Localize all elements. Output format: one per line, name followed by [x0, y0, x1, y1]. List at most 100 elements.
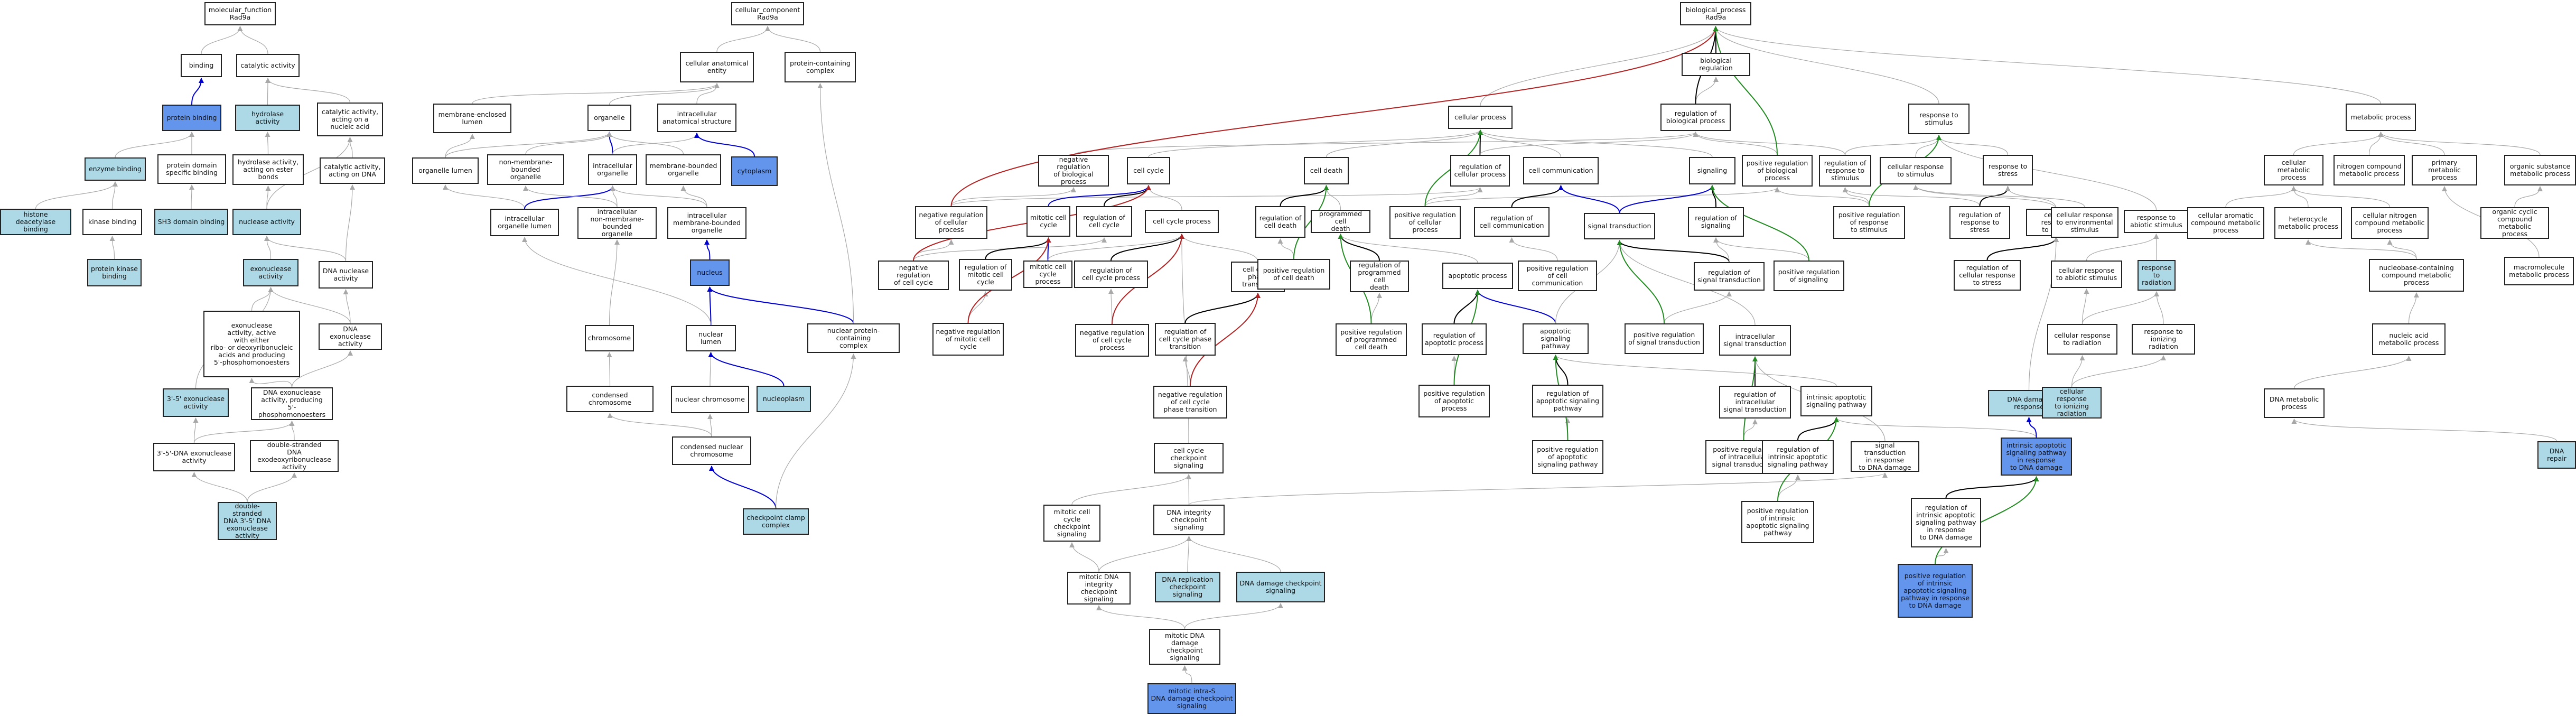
go-term-node[interactable]: regulation of cell death [1255, 206, 1305, 238]
go-term-node[interactable]: enzyme binding [85, 157, 146, 181]
go-term-node[interactable]: positive regulation of cellular process [1389, 206, 1461, 239]
go-term-node[interactable]: apoptotic process [1442, 263, 1513, 289]
go-term-node[interactable]: response to stimulus [1908, 104, 1970, 134]
go-term-node[interactable]: positive regulation of intrinsic apoptot… [1898, 564, 1973, 618]
go-term-node[interactable]: mitotic cell cycle process [1023, 261, 1072, 288]
go-term-node[interactable]: catalytic activity, acting on DNA [320, 157, 385, 184]
go-term-node[interactable]: negative regulation of cell cycle phase … [1153, 386, 1227, 419]
go-term-node[interactable]: cellular response to radiation [2047, 324, 2117, 355]
go-term-node[interactable]: negative regulation of biological proces… [1038, 155, 1109, 187]
go-term-node[interactable]: regulation of cellular process [1450, 155, 1510, 187]
go-term-node[interactable]: regulation of apoptotic process [1422, 323, 1487, 355]
go-term-node[interactable]: nucleus [690, 259, 730, 286]
go-term-node[interactable]: DNA replication checkpoint signaling [1155, 572, 1220, 602]
go-term-node[interactable]: signaling [1689, 157, 1735, 184]
go-term-node[interactable]: response to abiotic stimulus [2124, 210, 2189, 233]
go-term-node[interactable]: regulation of intrinsic apoptotic signal… [1911, 498, 1981, 547]
go-term-node[interactable]: cell cycle checkpoint signaling [1154, 443, 1224, 473]
go-term-node[interactable]: condensed nuclear chromosome [672, 436, 751, 465]
go-term-node[interactable]: negative regulation of cell cycle [878, 261, 949, 290]
go-term-node[interactable]: regulation of cell cycle phase transitio… [1155, 323, 1216, 356]
go-term-node[interactable]: DNA nuclease activity [319, 261, 373, 289]
go-term-node[interactable]: signal transduction in response to DNA d… [1851, 441, 1919, 472]
go-term-node[interactable]: exonuclease activity, active with either… [203, 311, 300, 377]
go-term-node[interactable]: regulation of programmed cell death [1350, 261, 1409, 292]
go-term-node[interactable]: negative regulation of cellular process [915, 206, 987, 239]
go-term-node[interactable]: intracellular organelle lumen [490, 209, 559, 236]
go-term-node[interactable]: cell cycle process [1145, 210, 1219, 233]
go-term-node[interactable]: positive regulation of cell death [1257, 259, 1330, 290]
go-term-node[interactable]: DNA repair [2537, 441, 2576, 469]
go-term-node[interactable]: catalytic activity, acting on a nucleic … [317, 103, 383, 136]
go-term-node[interactable]: regulation of signaling [1688, 207, 1744, 237]
go-term-node[interactable]: mitotic intra-S DNA damage checkpoint si… [1147, 683, 1236, 714]
go-term-node[interactable]: positive regulation of biological proces… [1742, 155, 1813, 187]
go-term-node[interactable]: 3'-5'-DNA exonuclease activity [153, 443, 235, 471]
go-term-node[interactable]: double-stranded DNA exodeoxyribonuclease… [250, 440, 339, 472]
go-term-node[interactable]: nucleic acid metabolic process [2372, 323, 2446, 355]
go-term-node[interactable]: positive regulation of apoptotic process [1418, 385, 1490, 417]
go-term-node[interactable]: response to ionizing radiation [2132, 324, 2195, 355]
go-term-node[interactable]: programmed cell death [1311, 210, 1370, 233]
go-term-node[interactable]: cellular response to stimulus [1880, 157, 1952, 184]
go-term-node[interactable]: regulation of cell communication [1474, 207, 1550, 237]
go-term-node[interactable]: catalytic activity [236, 54, 300, 77]
go-term-node[interactable]: organelle lumen [412, 157, 479, 184]
go-term-node[interactable]: positive regulation of intrinsic apoptot… [1741, 501, 1814, 543]
go-term-node[interactable]: cell communication [1523, 157, 1599, 184]
go-term-node[interactable]: negative regulation of mitotic cell cycl… [932, 323, 1004, 356]
go-term-node[interactable]: signal transduction [1584, 213, 1655, 239]
go-term-node[interactable]: cellular metabolic process [2264, 155, 2323, 185]
go-term-node[interactable]: intracellular anatomical structure [657, 104, 736, 132]
go-term-node[interactable]: cellular aromatic compound metabolic pro… [2187, 207, 2264, 239]
go-term-node[interactable]: biological_process Rad9a [1680, 2, 1751, 25]
go-term-node[interactable]: nuclear protein-containing complex [807, 323, 900, 353]
go-term-node[interactable]: nuclease activity [232, 209, 301, 235]
go-term-node[interactable]: regulation of intrinsic apoptotic signal… [1762, 440, 1834, 474]
go-term-node[interactable]: regulation of response to stress [1949, 206, 2010, 239]
go-term-node[interactable]: regulation of signal transduction [1694, 262, 1765, 291]
go-term-node[interactable]: condensed chromosome [566, 386, 654, 412]
go-term-node[interactable]: nuclear lumen [686, 325, 736, 351]
go-term-node[interactable]: positive regulation of response to stimu… [1833, 206, 1905, 239]
go-term-node[interactable]: organelle [587, 105, 631, 131]
go-term-node[interactable]: protein binding [162, 105, 221, 131]
go-term-node[interactable]: mitotic DNA integrity checkpoint signali… [1067, 572, 1131, 605]
go-term-node[interactable]: response to stress [1983, 155, 2033, 185]
go-term-node[interactable]: cell cycle [1127, 157, 1170, 184]
go-term-node[interactable]: mitotic cell cycle [1026, 206, 1070, 237]
go-term-node[interactable]: regulation of mitotic cell cycle [959, 259, 1012, 291]
go-term-node[interactable]: regulation of cellular response to stres… [1954, 260, 2021, 291]
go-term-node[interactable]: nitrogen compound metabolic process [2334, 155, 2405, 185]
go-term-node[interactable]: cellular_component Rad9a [731, 2, 804, 25]
go-term-node[interactable]: apoptotic signaling pathway [1523, 323, 1589, 354]
go-term-node[interactable]: organic cyclic compound metabolic proces… [2480, 207, 2549, 239]
go-term-node[interactable]: positive regulation of apoptotic signali… [1532, 440, 1603, 474]
go-term-node[interactable]: DNA exonuclease activity [319, 323, 382, 350]
go-term-node[interactable]: nucleobase-containing compound metabolic… [2369, 259, 2464, 292]
go-term-node[interactable]: regulation of response to stimulus [1819, 155, 1871, 187]
go-term-node[interactable]: heterocycle metabolic process [2274, 207, 2342, 239]
go-term-node[interactable]: primary metabolic process [2412, 155, 2477, 185]
go-term-node[interactable]: intracellular signal transduction [1719, 325, 1791, 356]
go-term-node[interactable]: cellular response to abiotic stimulus [2051, 261, 2122, 288]
go-term-node[interactable]: DNA damage checkpoint signaling [1236, 572, 1325, 602]
go-term-node[interactable]: chromosome [585, 325, 634, 351]
go-term-node[interactable]: regulation of apoptotic signaling pathwa… [1532, 385, 1603, 417]
go-term-node[interactable]: DNA integrity checkpoint signaling [1153, 505, 1225, 535]
go-term-node[interactable]: membrane-bounded organelle [646, 154, 721, 185]
go-term-node[interactable]: positive regulation of programmed cell d… [1336, 323, 1407, 356]
go-term-node[interactable]: macromolecule metabolic process [2504, 257, 2574, 285]
go-term-node[interactable]: mitotic cell cycle checkpoint signaling [1043, 505, 1100, 542]
go-term-node[interactable]: intracellular non-membrane-bounded organ… [577, 207, 657, 239]
go-term-node[interactable]: negative regulation of cell cycle proces… [1075, 324, 1149, 357]
go-term-node[interactable]: cytoplasm [731, 156, 778, 186]
go-term-node[interactable]: regulation of cell cycle [1076, 206, 1132, 237]
go-term-node[interactable]: kinase binding [82, 209, 142, 235]
go-term-node[interactable]: histone deacetylase binding [0, 209, 71, 235]
go-term-node[interactable]: DNA metabolic process [2264, 388, 2325, 418]
go-term-node[interactable]: protein-containing complex [785, 52, 856, 82]
go-term-node[interactable]: cell death [1304, 157, 1349, 184]
go-term-node[interactable]: positive regulation of cell communicatio… [1518, 261, 1597, 291]
go-term-node[interactable]: membrane-enclosed lumen [433, 104, 511, 133]
